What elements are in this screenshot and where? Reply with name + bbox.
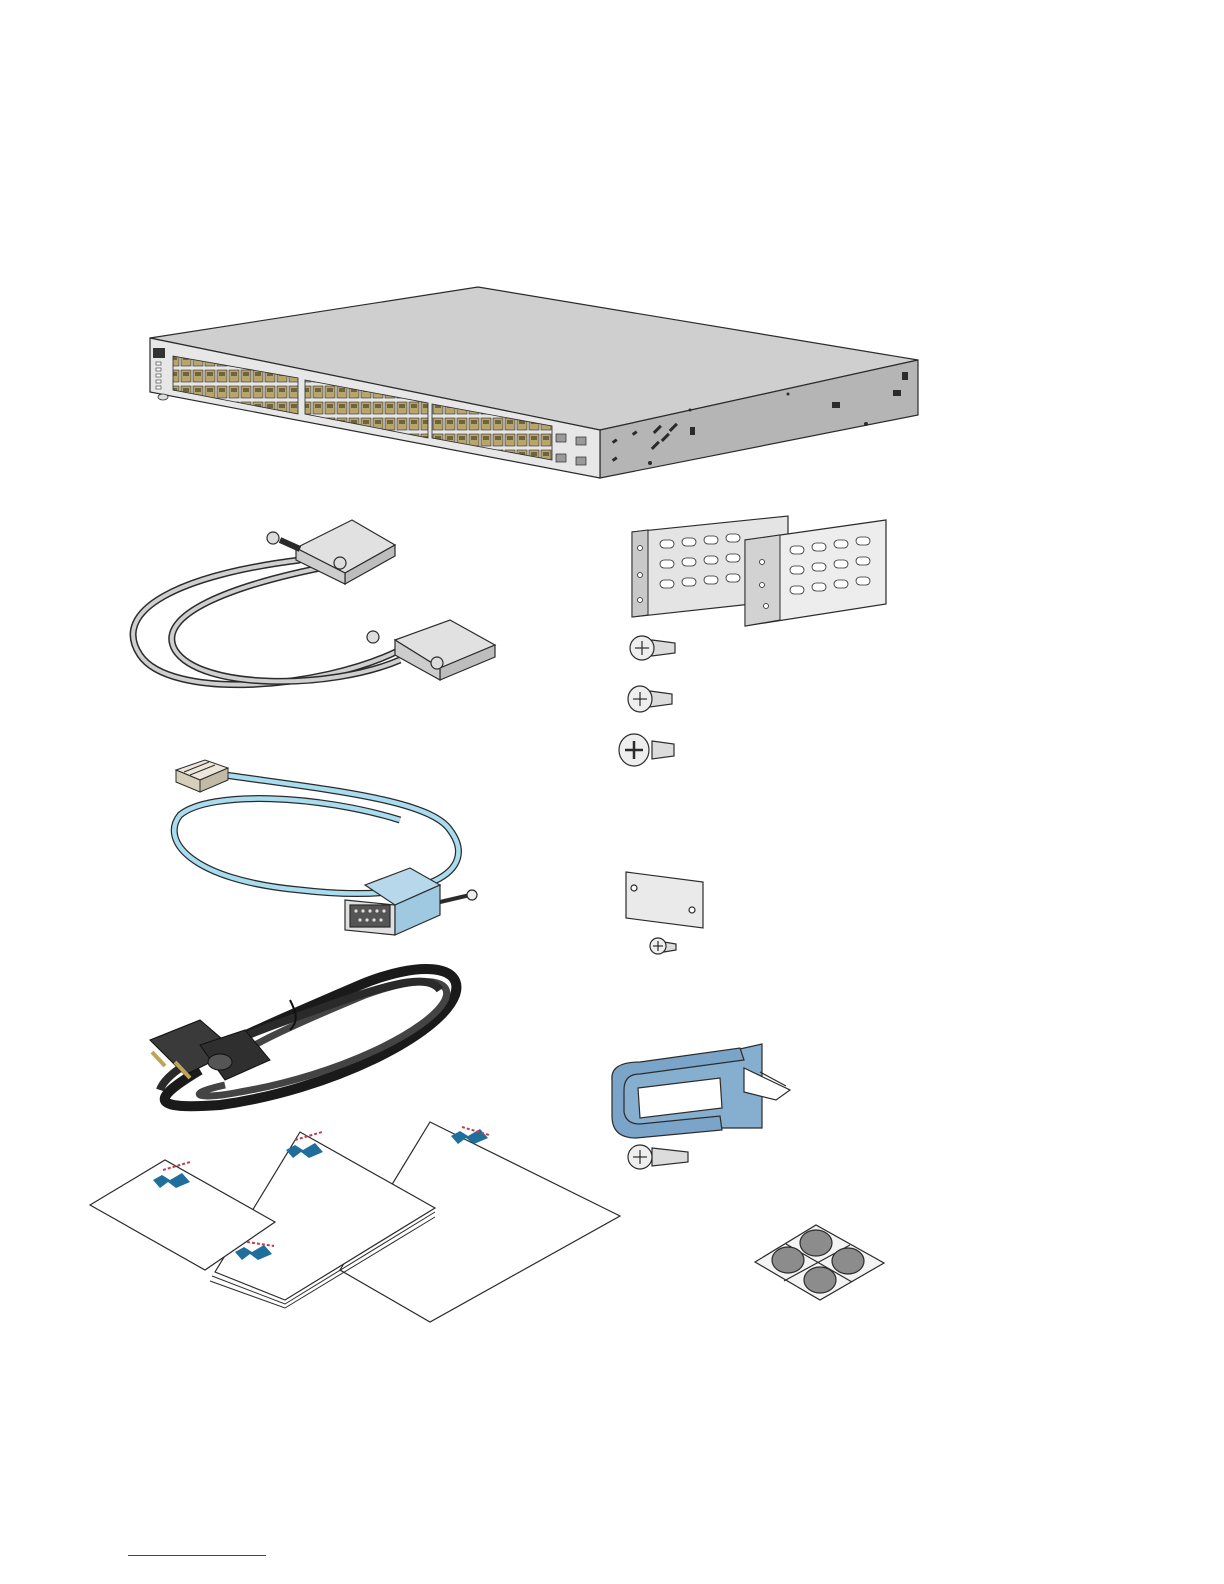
network-switch-icon (150, 287, 918, 478)
power-cord-icon (150, 969, 456, 1106)
rack-mount-brackets-icon (632, 516, 886, 626)
console-cable-icon (174, 760, 477, 935)
screws-icon (619, 636, 675, 766)
documentation-icon (90, 1122, 620, 1322)
stacking-cable-icon (133, 520, 495, 685)
rubber-feet-icon (755, 1225, 884, 1300)
cable-guide-icon (612, 1044, 790, 1169)
cover-plate-icon (626, 872, 703, 954)
footer-rule (128, 1555, 266, 1556)
